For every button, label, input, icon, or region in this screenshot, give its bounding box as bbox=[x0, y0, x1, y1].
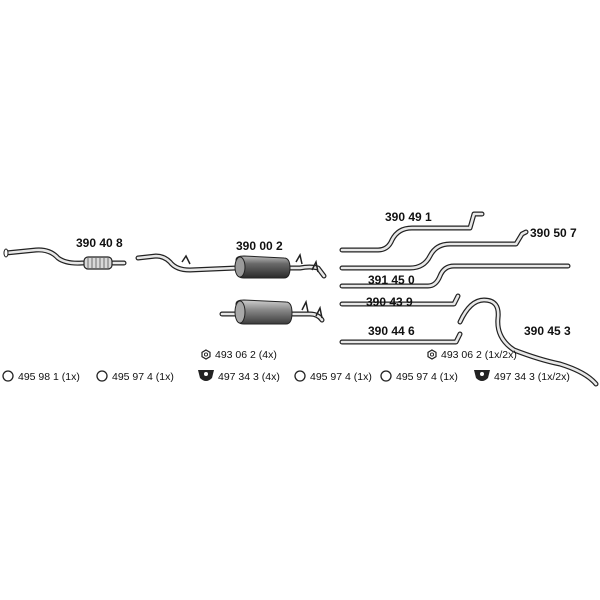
clamp-ring-icon bbox=[380, 370, 392, 382]
accessory-label: 495 97 4 (1x) bbox=[112, 371, 174, 383]
accessory-mount-2: 497 34 3 (1x/2x) bbox=[474, 370, 570, 383]
clamp-ring-icon bbox=[2, 370, 14, 382]
accessory-clamp-2: 495 97 4 (1x) bbox=[96, 370, 174, 383]
part-390-00-2: 390 00 2 bbox=[135, 239, 327, 279]
accessory-label: 495 98 1 (1x) bbox=[18, 371, 80, 383]
accessory-clamp-3: 495 97 4 (1x) bbox=[294, 370, 372, 383]
part-number-label: 390 45 3 bbox=[524, 324, 571, 338]
part-391-45-0: 391 45 0 bbox=[339, 263, 571, 289]
accessory-clamp-4: 495 97 4 (1x) bbox=[380, 370, 458, 383]
part-390-50-7: 390 50 7 bbox=[339, 226, 577, 271]
accessory-label: 495 97 4 (1x) bbox=[310, 371, 372, 383]
rear-silencer-alternate bbox=[219, 299, 325, 325]
part-390-43-9: 390 43 9 bbox=[339, 293, 461, 309]
part-number-label: 391 45 0 bbox=[368, 273, 415, 287]
accessory-label: 497 34 3 (1x/2x) bbox=[494, 371, 570, 383]
accessory-nut-1: 493 06 2 (4x) bbox=[201, 349, 277, 361]
part-number-label: 390 43 9 bbox=[366, 295, 413, 309]
clamp-ring-icon bbox=[96, 370, 108, 382]
part-number-label: 390 44 6 bbox=[368, 324, 415, 338]
accessory-label: 497 34 3 (4x) bbox=[218, 371, 280, 383]
part-number-label: 390 49 1 bbox=[385, 210, 432, 224]
part-390-49-1: 390 49 1 bbox=[339, 210, 485, 253]
part-390-40-8: 390 40 8 bbox=[3, 236, 127, 270]
accessory-mount-1: 497 34 3 (4x) bbox=[198, 370, 280, 383]
accessory-label: 495 97 4 (1x) bbox=[396, 371, 458, 383]
part-number-label: 390 00 2 bbox=[236, 239, 283, 253]
part-number-label: 390 50 7 bbox=[530, 226, 577, 240]
accessory-label: 493 06 2 (1x/2x) bbox=[441, 349, 517, 361]
part-390-45-3: 390 45 3 bbox=[457, 297, 599, 387]
flex-pipe bbox=[83, 256, 113, 270]
accessory-clamp-1: 495 98 1 (1x) bbox=[2, 370, 80, 383]
accessory-nut-2: 493 06 2 (1x/2x) bbox=[427, 349, 517, 361]
accessory-label: 493 06 2 (4x) bbox=[215, 349, 277, 361]
nut-icon bbox=[427, 349, 437, 360]
part-number-label: 390 40 8 bbox=[76, 236, 123, 250]
clamp-ring-icon bbox=[294, 370, 306, 382]
nut-icon bbox=[201, 349, 211, 360]
part-390-44-6: 390 44 6 bbox=[339, 324, 463, 345]
